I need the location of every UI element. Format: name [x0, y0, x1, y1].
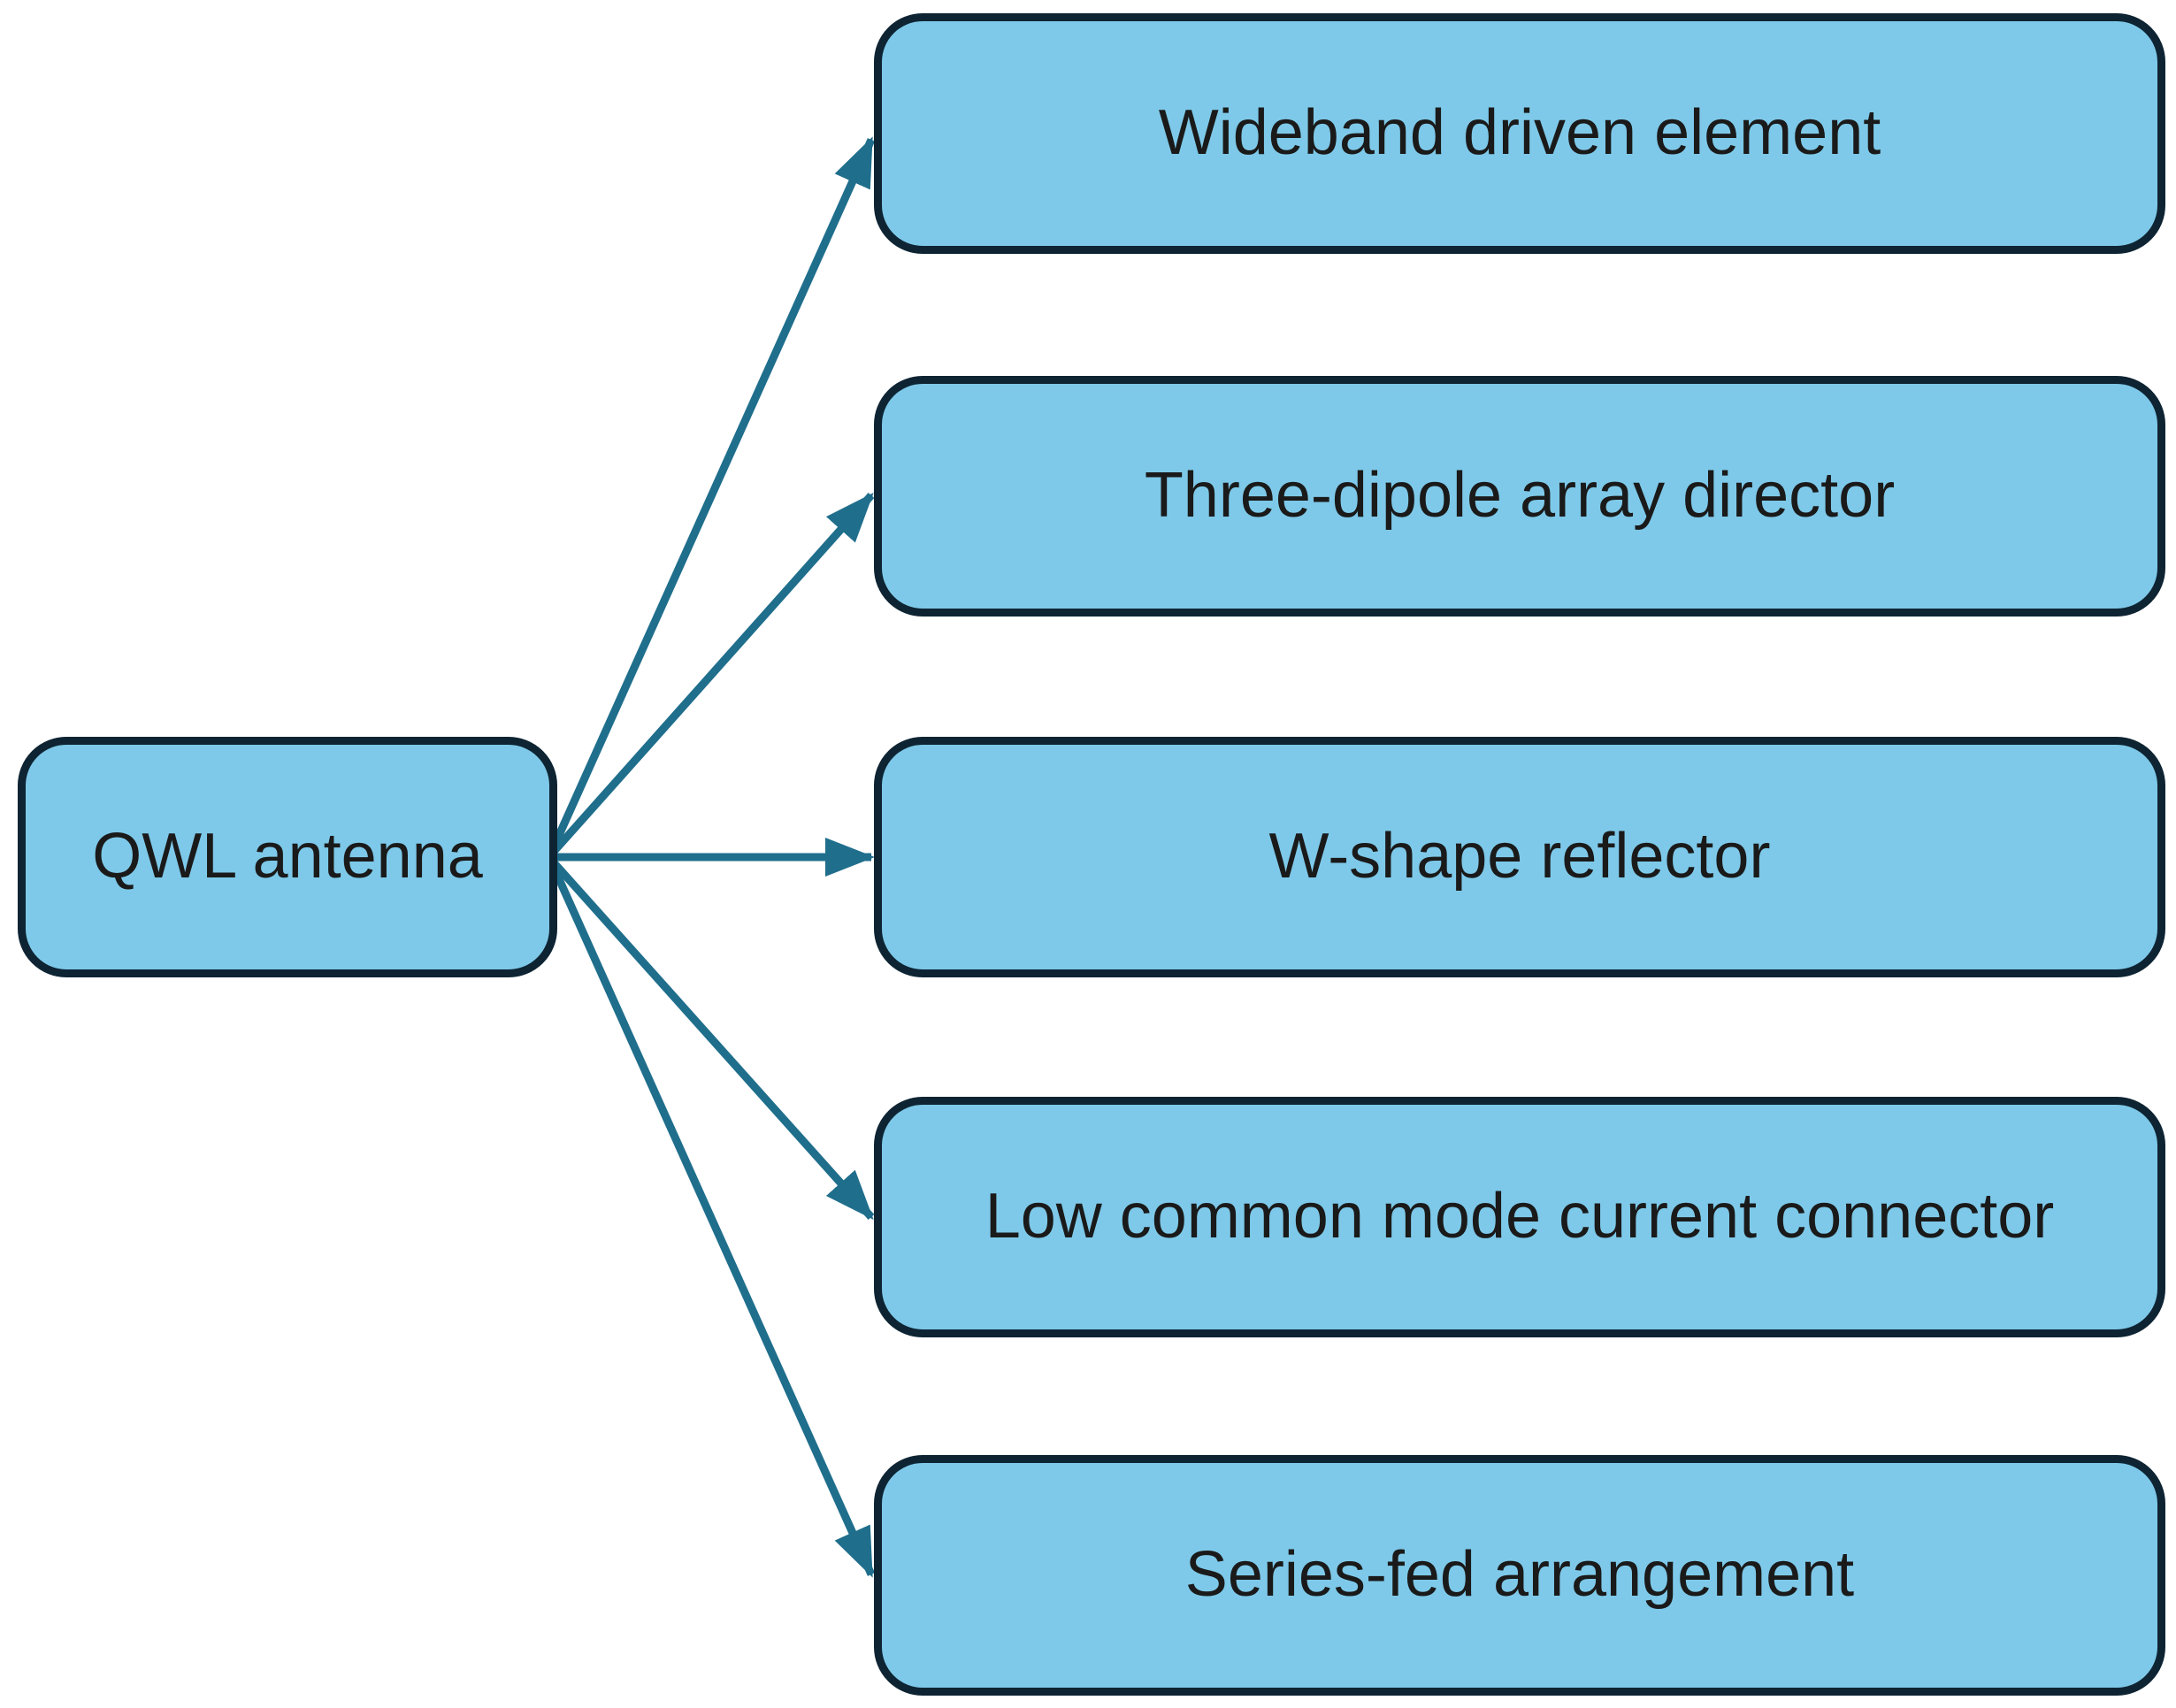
arrow-root-to-three-dipole-array-director	[548, 493, 875, 856]
node-qwl-antenna-label: QWL antenna	[92, 821, 483, 892]
arrow-root-to-series-fed-arrangement	[548, 862, 876, 1578]
arrow-root-to-low-common-mode-current-connector	[548, 857, 875, 1221]
node-three-dipole-array-director: Three-dipole array director	[874, 376, 2165, 617]
node-series-fed-arrangement: Series-fed arrangement	[874, 1455, 2165, 1696]
node-low-common-mode-current-connector: Low common mode current connector	[874, 1097, 2165, 1337]
node-three-dipole-array-director-label: Three-dipole array director	[1144, 460, 1896, 532]
node-w-shape-reflector: W-shape reflector	[874, 737, 2165, 977]
node-wideband-driven-element-label: Wideband driven element	[1158, 97, 1881, 169]
node-series-fed-arrangement-label: Series-fed arrangement	[1184, 1539, 1855, 1611]
node-wideband-driven-element: Wideband driven element	[874, 13, 2165, 254]
node-qwl-antenna: QWL antenna	[18, 737, 557, 977]
node-low-common-mode-current-connector-label: Low common mode current connector	[985, 1181, 2055, 1252]
arrow-root-to-wideband-driven-element	[548, 136, 876, 853]
node-w-shape-reflector-label: W-shape reflector	[1268, 821, 1771, 892]
